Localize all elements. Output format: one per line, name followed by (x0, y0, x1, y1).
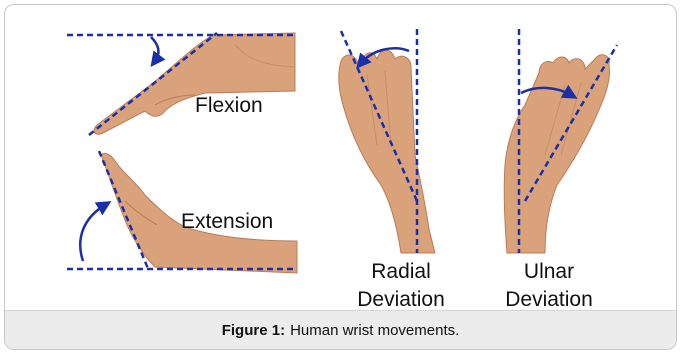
caption-text: Human wrist movements. (290, 322, 459, 339)
radial-label-line2: Deviation (341, 289, 461, 311)
caption-label: Figure 1: (222, 322, 285, 339)
flexion-angle-arrow-icon (151, 37, 158, 61)
radial-deviation-label: Radial Deviation (341, 261, 461, 311)
extension-angle-arrow-icon (80, 205, 105, 261)
ulnar-deviation-label: Ulnar Deviation (489, 261, 609, 311)
radial-label-line1: Radial (341, 261, 461, 283)
ulnar-label-line1: Ulnar (489, 261, 609, 283)
radial-deviation-hand (339, 50, 435, 253)
ulnar-label-line2: Deviation (489, 289, 609, 311)
flexion-hand (94, 33, 295, 134)
figure-frame: Flexion Extension Radial Deviation Ulnar… (4, 4, 677, 350)
extension-label: Extension (181, 211, 273, 233)
figure-caption: Figure 1: Human wrist movements. (5, 310, 676, 349)
flexion-label: Flexion (195, 95, 263, 117)
